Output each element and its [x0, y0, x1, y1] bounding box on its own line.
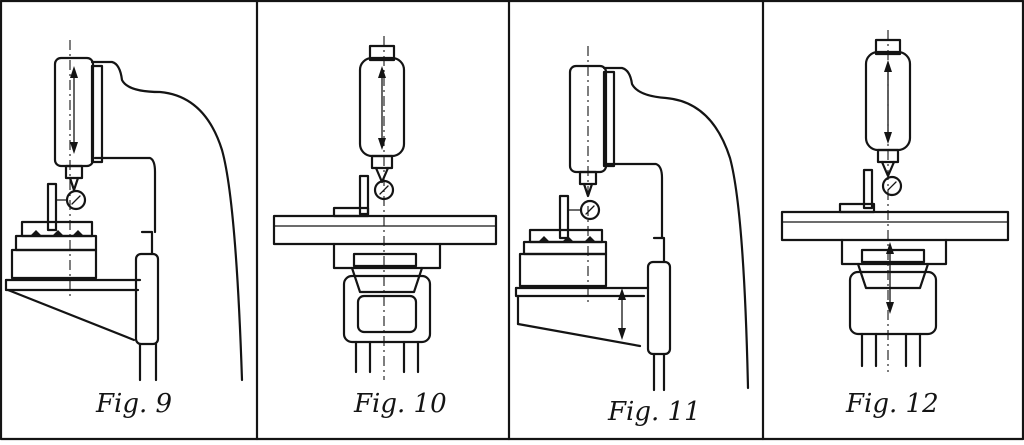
- caption-fig-12: Fig. 12: [845, 389, 939, 419]
- vise-body: [10, 248, 98, 280]
- c-frame-inner: [93, 156, 157, 234]
- figure-10: Fig. 10: [272, 36, 498, 419]
- tool-bit: [374, 166, 390, 184]
- table-edge: [4, 278, 140, 292]
- caption-fig-9: Fig. 9: [95, 389, 172, 419]
- column-sleeve: [646, 260, 672, 356]
- knee-top: [350, 266, 424, 294]
- figure-9: Fig. 9: [4, 40, 244, 419]
- figure-12: Fig. 12: [780, 30, 1010, 419]
- cross-table: [272, 214, 498, 246]
- caption-fig-11: Fig. 11: [607, 397, 701, 427]
- head-slide: [90, 64, 104, 164]
- figure-11: Fig. 11: [514, 46, 750, 427]
- saddle: [332, 242, 442, 270]
- vise-body: [518, 252, 608, 288]
- knee-slope: [6, 288, 136, 342]
- gauge-stand: [46, 182, 58, 232]
- knee-top: [856, 262, 930, 290]
- vise-top: [14, 234, 98, 252]
- chuck: [64, 164, 84, 180]
- knee-body: [342, 274, 432, 344]
- cross-table: [780, 210, 1010, 242]
- knee-slope: [516, 322, 642, 348]
- saddle: [840, 238, 948, 266]
- tool-bit: [68, 176, 80, 192]
- c-frame-inner: [604, 162, 664, 240]
- caption-fig-10: Fig. 10: [353, 389, 447, 419]
- c-frame: [602, 66, 750, 390]
- gauge-stand: [358, 174, 370, 216]
- vise-top: [522, 240, 608, 256]
- gauge-stand: [862, 168, 874, 210]
- gauge-stand: [558, 194, 570, 240]
- chuck: [370, 154, 394, 170]
- column-sleeve: [134, 252, 160, 346]
- c-frame: [90, 60, 244, 382]
- knee-body: [848, 270, 938, 336]
- table-edge: [514, 286, 646, 298]
- dial-gauge: [881, 175, 903, 197]
